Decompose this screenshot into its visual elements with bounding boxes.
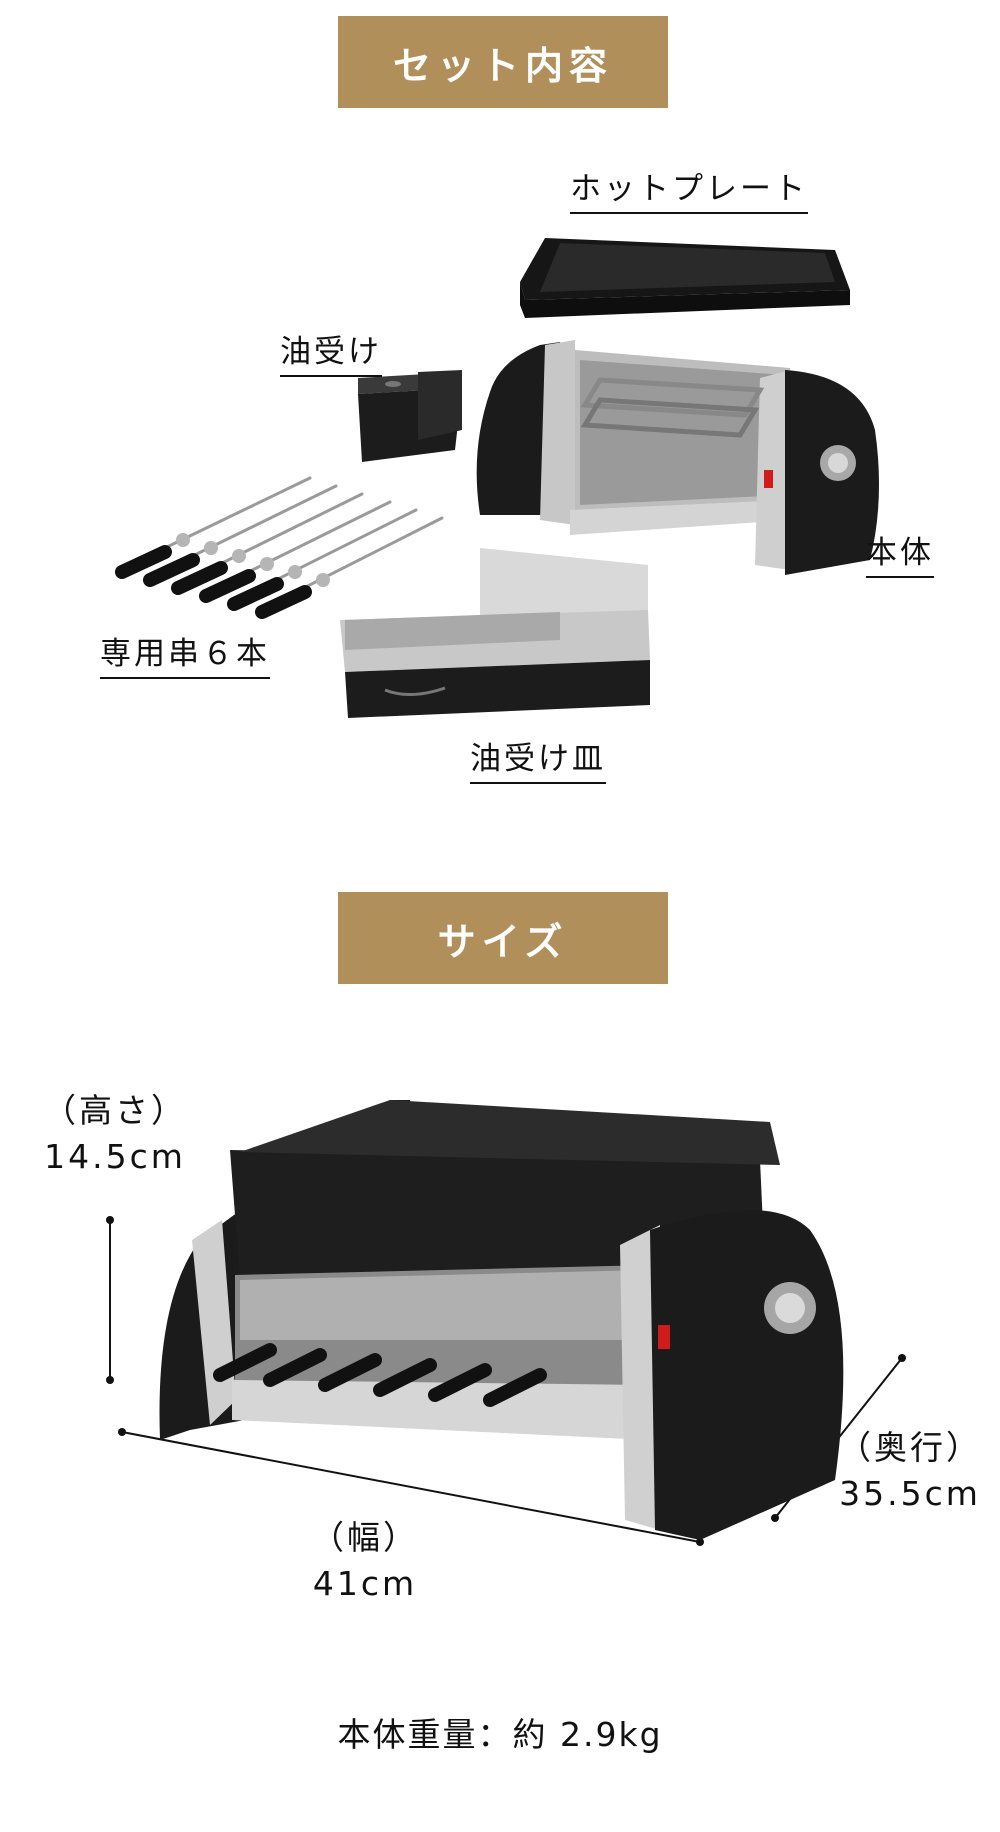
depth-dimension: （奥行） 35.5cm <box>830 1425 990 1516</box>
width-dimension: （幅） 41cm <box>290 1515 440 1606</box>
height-dimension-line <box>106 1216 114 1384</box>
skewers-image <box>115 476 444 619</box>
oil-tray-image <box>340 548 650 718</box>
set-contents-title: セット内容 <box>392 43 613 88</box>
oil-cup-label: 油受け <box>280 335 382 378</box>
height-value: 14.5cm <box>44 1136 186 1176</box>
depth-label: （奥行） <box>838 1428 982 1467</box>
oil-tray-label: 油受け皿 <box>470 742 606 785</box>
height-dimension: （高さ） 14.5cm <box>40 1088 190 1179</box>
main-body-image <box>476 340 879 575</box>
skewers-label: 専用串６本 <box>100 637 270 680</box>
hot-plate-image <box>520 238 850 318</box>
width-label: （幅） <box>311 1518 419 1557</box>
set-contents-banner: セット内容 <box>338 16 668 108</box>
body-weight: 本体重量：約 2.9kg <box>337 1715 663 1754</box>
width-dimension-line <box>118 1428 704 1546</box>
exploded-parts-illustration <box>115 238 879 718</box>
assembled-grill-image <box>159 1100 844 1540</box>
size-banner: サイズ <box>338 892 668 984</box>
hot-plate-label: ホットプレート <box>570 172 808 215</box>
width-value: 41cm <box>312 1563 418 1603</box>
height-label: （高さ） <box>43 1091 187 1130</box>
size-illustration <box>106 1100 906 1546</box>
oil-cup-image <box>358 370 462 462</box>
depth-value: 35.5cm <box>839 1473 981 1513</box>
main-body-label: 本体 <box>866 536 934 579</box>
size-title: サイズ <box>437 919 569 964</box>
